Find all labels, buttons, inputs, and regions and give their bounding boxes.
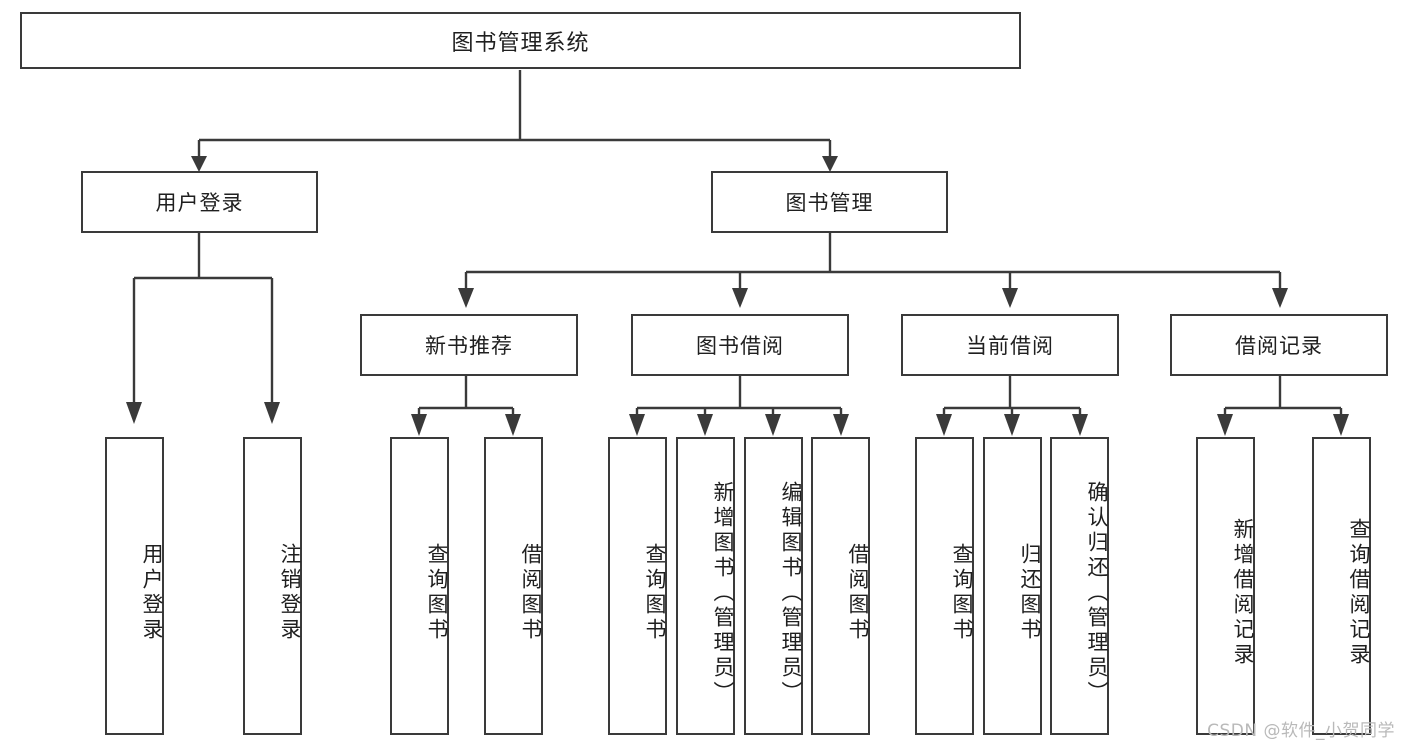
arrow-current xyxy=(1002,288,1018,308)
leaf-return-book-label: 归还图书 xyxy=(1018,543,1042,643)
arrow-record xyxy=(1272,288,1288,308)
node-new-book-recommend-label: 新书推荐 xyxy=(425,334,513,358)
node-new-book-recommend[interactable]: 新书推荐 xyxy=(360,314,578,376)
arrow-leaf-addrecord xyxy=(1217,414,1233,436)
node-book-management[interactable]: 图书管理 xyxy=(711,171,948,233)
leaf-query-book-1[interactable]: 查询图书 xyxy=(390,437,449,735)
arrow-leaf-query-3 xyxy=(936,414,952,436)
leaf-user-login-label: 用户登录 xyxy=(140,543,164,643)
node-root[interactable]: 图书管理系统 xyxy=(20,12,1021,69)
node-user-login[interactable]: 用户登录 xyxy=(81,171,318,233)
arrow-leaf-addbook xyxy=(697,414,713,436)
arrow-leaf-query-2 xyxy=(629,414,645,436)
arrow-leaf-editbook xyxy=(765,414,781,436)
node-book-borrow-label: 图书借阅 xyxy=(696,334,784,358)
leaf-borrow-book-2[interactable]: 借阅图书 xyxy=(811,437,870,735)
arrow-leaf-return xyxy=(1004,414,1020,436)
leaf-add-book-admin[interactable]: 新增图书（管理员） xyxy=(676,437,735,735)
leaf-confirm-return-admin[interactable]: 确认归还（管理员） xyxy=(1050,437,1109,735)
leaf-add-book-admin-label: 新增图书（管理员） xyxy=(711,480,735,706)
arrow-newbook xyxy=(458,288,474,308)
watermark-text: CSDN @软件_小贺同学 xyxy=(1207,721,1395,741)
arrow-leaf-borrow-1 xyxy=(505,414,521,436)
arrow-leaf-user-login xyxy=(126,402,142,424)
leaf-query-borrow-record-label: 查询借阅记录 xyxy=(1347,518,1371,668)
arrow-userlogin xyxy=(191,156,207,172)
node-current-borrow-label: 当前借阅 xyxy=(966,334,1054,358)
leaf-logout[interactable]: 注销登录 xyxy=(243,437,302,735)
leaf-query-book-3-label: 查询图书 xyxy=(950,543,974,643)
arrow-bookmgmt xyxy=(822,156,838,172)
node-borrow-record-label: 借阅记录 xyxy=(1235,334,1323,358)
node-root-label: 图书管理系统 xyxy=(451,30,590,56)
leaf-query-borrow-record[interactable]: 查询借阅记录 xyxy=(1312,437,1371,735)
leaf-borrow-book-1-label: 借阅图书 xyxy=(519,543,543,643)
arrow-leaf-confirm xyxy=(1072,414,1088,436)
leaf-query-book-2[interactable]: 查询图书 xyxy=(608,437,667,735)
arrow-leaf-query-1 xyxy=(411,414,427,436)
leaf-add-borrow-record[interactable]: 新增借阅记录 xyxy=(1196,437,1255,735)
arrow-leaf-queryrecord xyxy=(1333,414,1349,436)
leaf-query-book-3[interactable]: 查询图书 xyxy=(915,437,974,735)
arrow-leaf-borrow-2 xyxy=(833,414,849,436)
node-user-login-label: 用户登录 xyxy=(155,191,244,215)
leaf-user-login[interactable]: 用户登录 xyxy=(105,437,164,735)
leaf-borrow-book-1[interactable]: 借阅图书 xyxy=(484,437,543,735)
leaf-query-book-2-label: 查询图书 xyxy=(643,543,667,643)
arrow-leaf-logout xyxy=(264,402,280,424)
leaf-borrow-book-2-label: 借阅图书 xyxy=(846,543,870,643)
node-borrow-record[interactable]: 借阅记录 xyxy=(1170,314,1388,376)
node-book-borrow[interactable]: 图书借阅 xyxy=(631,314,849,376)
leaf-return-book[interactable]: 归还图书 xyxy=(983,437,1042,735)
node-current-borrow[interactable]: 当前借阅 xyxy=(901,314,1119,376)
leaf-add-borrow-record-label: 新增借阅记录 xyxy=(1231,518,1255,668)
leaf-query-book-1-label: 查询图书 xyxy=(425,543,449,643)
arrow-borrow xyxy=(732,288,748,308)
leaf-edit-book-admin[interactable]: 编辑图书（管理员） xyxy=(744,437,803,735)
leaf-confirm-return-admin-label: 确认归还（管理员） xyxy=(1085,480,1109,706)
node-book-management-label: 图书管理 xyxy=(785,191,874,215)
leaf-logout-label: 注销登录 xyxy=(278,543,302,643)
leaf-edit-book-admin-label: 编辑图书（管理员） xyxy=(779,480,803,706)
